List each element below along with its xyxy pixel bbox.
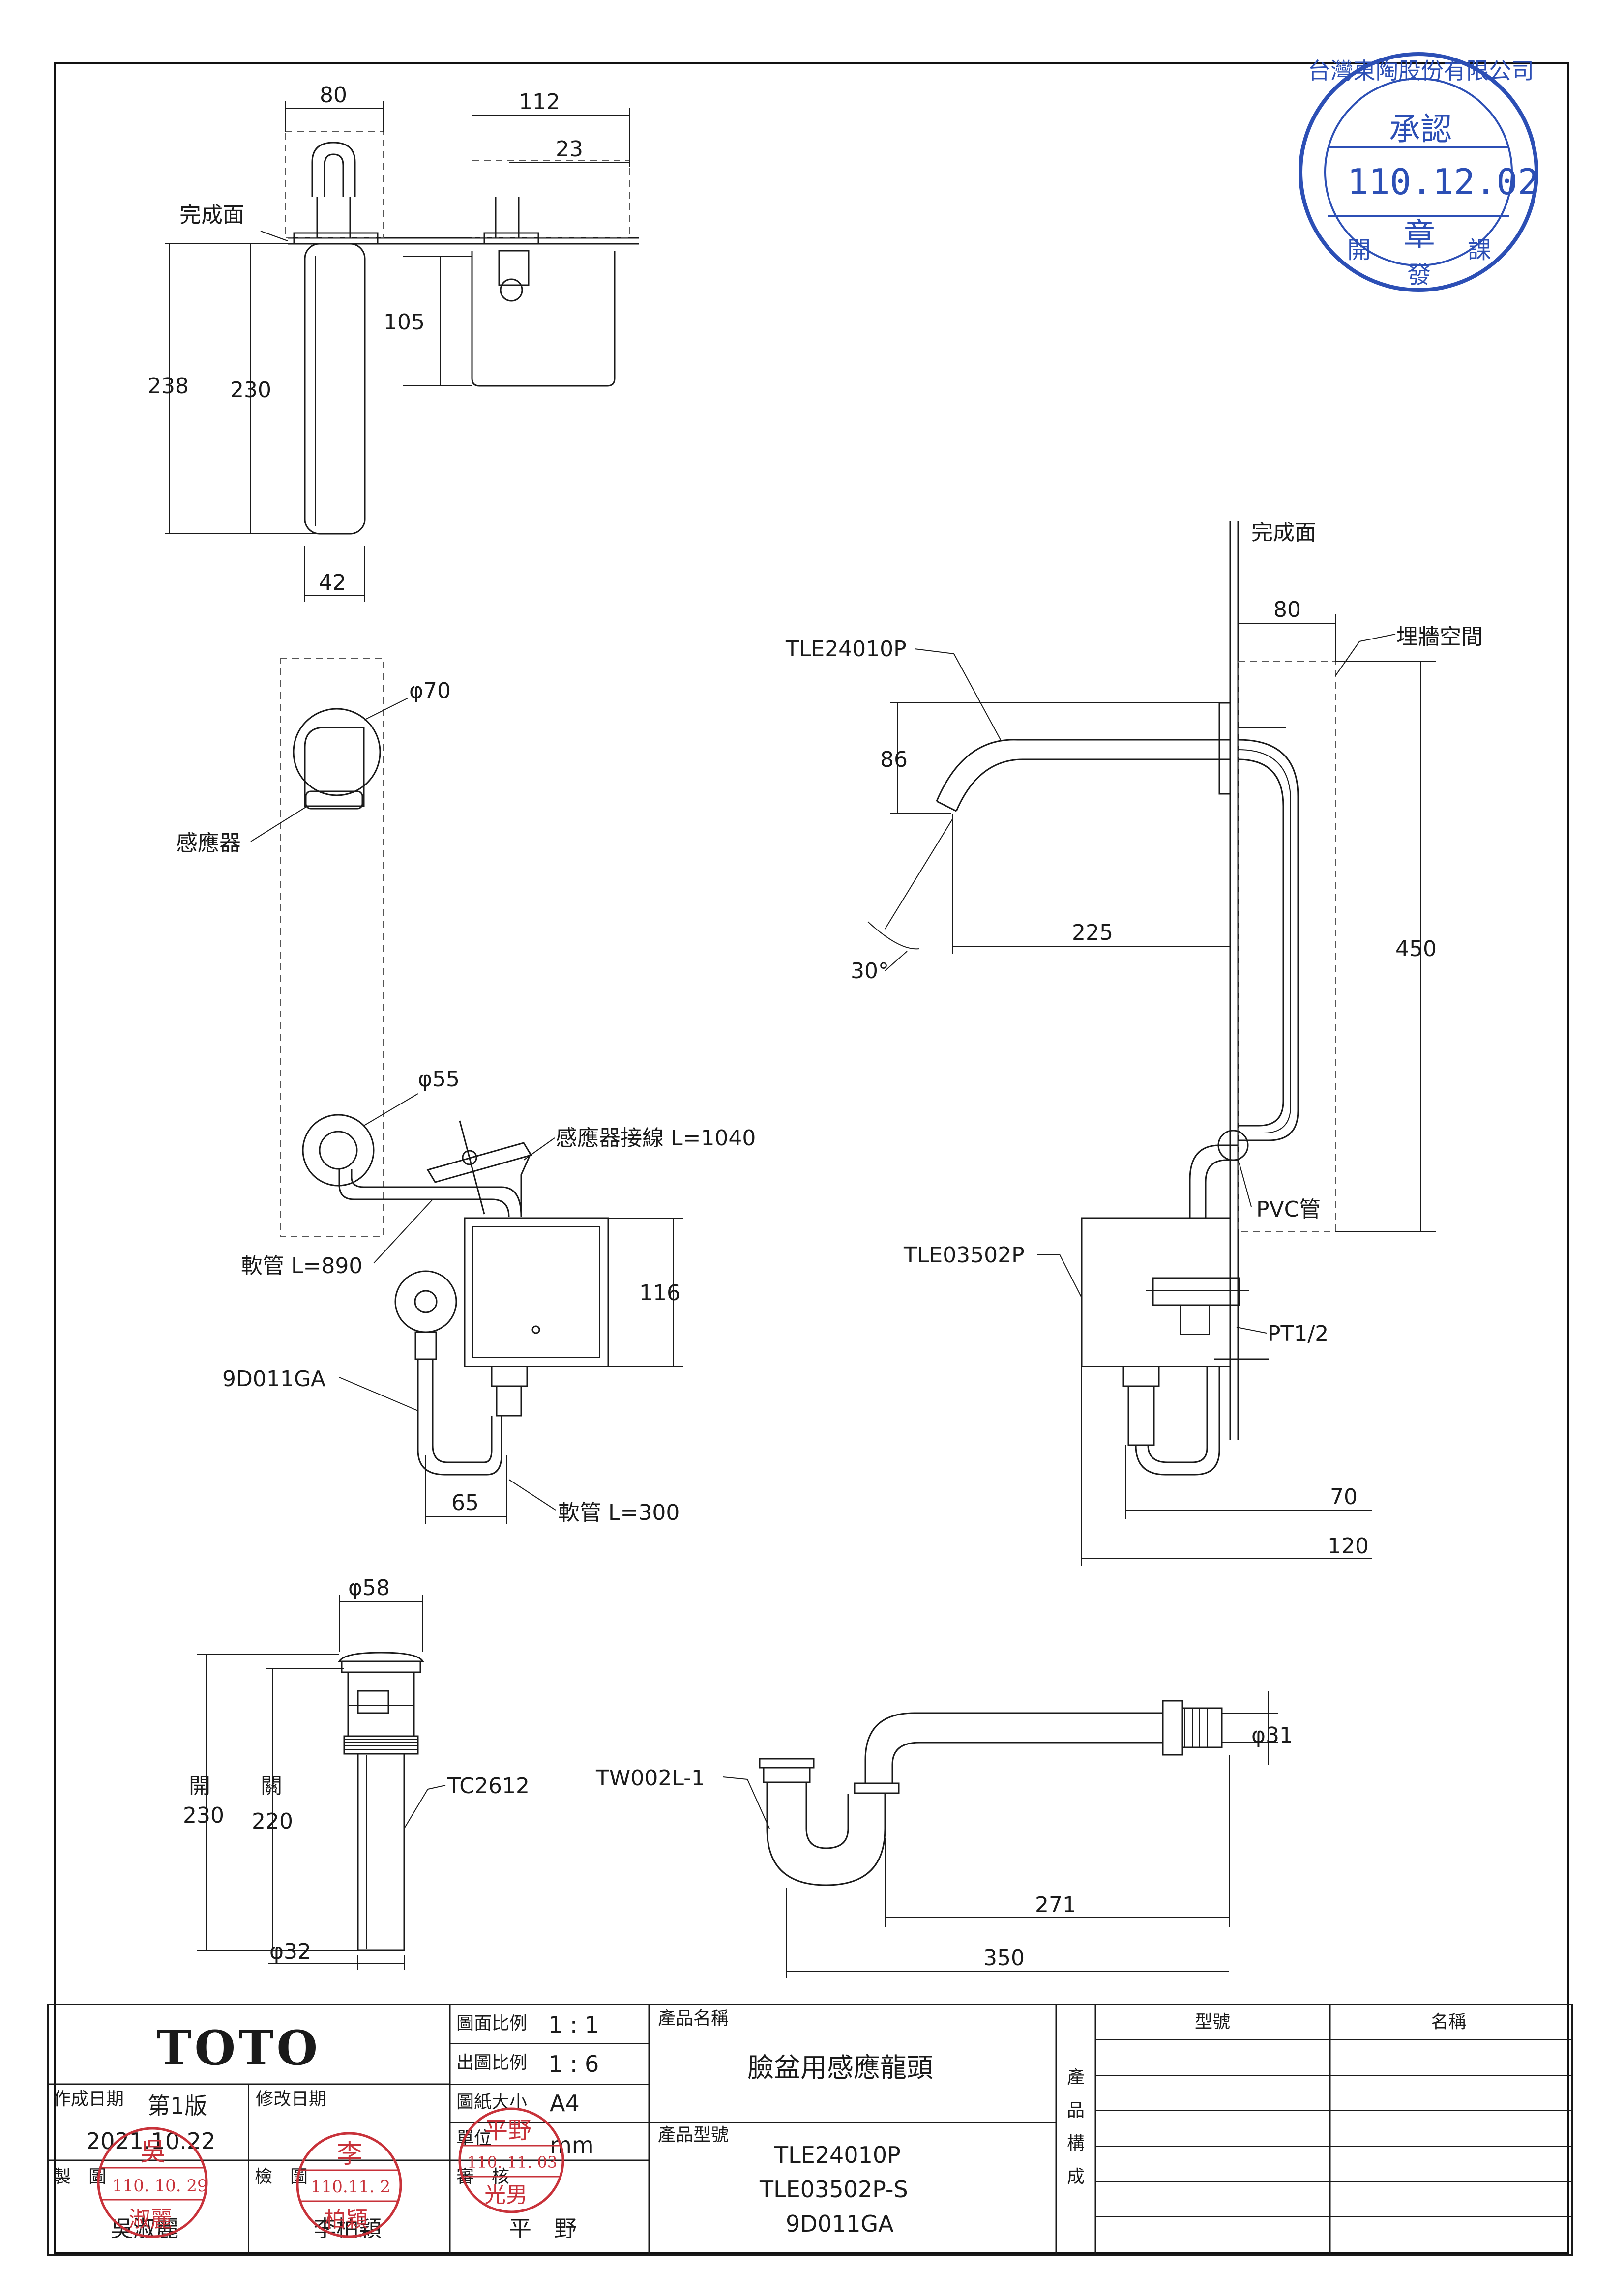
dim-phi58: φ58 — [348, 1575, 390, 1600]
reviewer-stamp-bottom: 光男 — [484, 2182, 528, 2208]
dim-70: 70 — [1330, 1484, 1358, 1510]
model-1: TLE24010P — [774, 2142, 901, 2168]
composition-1: 產 — [1067, 2067, 1085, 2088]
dim-42: 42 — [319, 570, 346, 595]
dim-105: 105 — [384, 310, 425, 335]
dim-230-spout: 230 — [230, 378, 271, 403]
label-sensor: 感應器 — [176, 831, 241, 856]
checker-stamp: 李 110.11. 2 柏穎 — [296, 2132, 402, 2238]
reviewer-stamp-top: 平野 — [484, 2117, 531, 2144]
label-drain-closed: 關 — [261, 1773, 282, 1799]
approval-date: 110.12.02 — [1347, 161, 1539, 203]
composition-4: 成 — [1067, 2167, 1085, 2187]
view-drain: φ58 開 230 關 220 φ32 TC2612 — [183, 1575, 530, 1970]
label-finish-face-side: 完成面 — [1251, 520, 1316, 545]
dim-116: 116 — [639, 1280, 680, 1306]
label-finish-face-top: 完成面 — [179, 203, 244, 228]
approval-stamp: 台灣東陶股份有限公司 承認 110.12.02 章 開 發 課 — [1299, 52, 1539, 292]
dim-120: 120 — [1328, 1534, 1369, 1559]
dim-238: 238 — [148, 374, 189, 399]
approval-title: 承認 — [1389, 112, 1452, 148]
label-angle: 30° — [851, 959, 889, 984]
dim-220-drain: 220 — [252, 1809, 293, 1834]
print-scale-value: 1 : 6 — [548, 2051, 599, 2077]
drawer-stamp-date: 110. 10. 29 — [112, 2176, 208, 2196]
label-revised: 修改日期 — [256, 2089, 326, 2109]
dim-450: 450 — [1395, 936, 1437, 961]
product-name: 臉盆用感應龍頭 — [747, 2052, 933, 2083]
dim-80-side: 80 — [1273, 597, 1301, 622]
drawer-name: 吳淑麗 — [111, 2215, 178, 2242]
dim-112: 112 — [519, 89, 560, 115]
dim-23: 23 — [556, 137, 583, 162]
approval-ring-text: 台灣東陶股份有限公司 — [1308, 58, 1534, 84]
dim-phi31: φ31 — [1251, 1723, 1293, 1748]
approval-mark: 章 — [1404, 217, 1435, 254]
label-part-faucet: TLE24010P — [785, 637, 907, 662]
label-pt: PT1/2 — [1268, 1321, 1329, 1346]
approval-dept-mid: 發 — [1407, 261, 1431, 289]
approval-dept-left: 開 — [1347, 236, 1371, 264]
composition-2: 品 — [1067, 2100, 1085, 2121]
view-side-section: 完成面 埋牆空間 80 450 TLE24010P — [785, 520, 1483, 1566]
label-hose-300: 軟管 L=300 — [558, 1500, 679, 1525]
dim-phi55: φ55 — [418, 1067, 460, 1092]
dim-271: 271 — [1035, 1892, 1076, 1918]
label-product-name: 產品名稱 — [658, 2008, 729, 2029]
dim-80-top: 80 — [320, 83, 347, 108]
view-top-elevation: 完成面 80 238 230 42 — [148, 83, 639, 602]
dim-350: 350 — [983, 1946, 1025, 1971]
drawer-stamp: 吳 110. 10. 29 淑麗 — [97, 2127, 208, 2238]
version: 第1版 — [148, 2093, 207, 2119]
composition-3: 構 — [1067, 2133, 1085, 2153]
checker-stamp-date: 110.11. 2 — [311, 2177, 390, 2197]
col-model: 型號 — [1195, 2012, 1230, 2032]
paper-value: A4 — [550, 2090, 580, 2117]
dim-225: 225 — [1072, 920, 1113, 945]
label-wall-space: 埋牆空間 — [1396, 624, 1483, 649]
checker-stamp-top: 李 — [337, 2140, 362, 2169]
drawer-stamp-top: 吳 — [140, 2137, 166, 2167]
label-drain-open: 開 — [189, 1773, 210, 1799]
label-scale: 圖面比例 — [456, 2013, 527, 2034]
label-print-scale: 出圖比例 — [456, 2053, 527, 2073]
model-2: TLE03502P-S — [759, 2176, 908, 2203]
label-product-model: 產品型號 — [658, 2125, 729, 2145]
label-part-box: TLE03502P — [903, 1243, 1025, 1268]
label-part-drain: TC2612 — [447, 1773, 530, 1799]
col-name: 名稱 — [1431, 2012, 1466, 2032]
label-part-valve: 9D011GA — [222, 1366, 325, 1392]
drawer-stamp-bottom: 淑麗 — [129, 2207, 172, 2232]
reviewer-stamp: 平野 110. 11. 03 光男 — [458, 2107, 564, 2213]
dim-86: 86 — [880, 747, 908, 772]
reviewer-stamp-date: 110. 11. 03 — [467, 2153, 557, 2172]
reviewer-name: 平 野 — [509, 2215, 577, 2242]
checker-stamp-bottom: 柏穎 — [325, 2207, 368, 2232]
label-pvc: PVC管 — [1256, 1197, 1321, 1222]
view-plan: 感應器 φ70 φ55 感應器接線 L=1040 軟管 L=890 116 — [176, 658, 756, 1525]
dim-phi32: φ32 — [269, 1939, 311, 1964]
scale-value: 1 : 1 — [548, 2011, 599, 2038]
approval-dept-right: 課 — [1468, 236, 1491, 264]
dim-65: 65 — [451, 1490, 479, 1515]
label-hose-890: 軟管 L=890 — [241, 1253, 362, 1279]
dim-phi70: φ70 — [409, 678, 451, 703]
label-sensor-cable: 感應器接線 L=1040 — [556, 1126, 756, 1151]
label-part-trap: TW002L-1 — [595, 1766, 705, 1791]
view-trap: φ31 TW002L-1 271 350 — [595, 1691, 1293, 1978]
drawing-border — [54, 62, 1569, 2254]
title-block: TOTO 作成日期 第1版 修改日期 2021.10.22 製 圖 吳淑麗 檢 … — [47, 2004, 1573, 2256]
dim-230-drain: 230 — [183, 1803, 224, 1828]
brand-logo: TOTO — [156, 2020, 321, 2076]
label-created: 作成日期 — [53, 2089, 124, 2109]
model-3: 9D011GA — [786, 2210, 894, 2237]
